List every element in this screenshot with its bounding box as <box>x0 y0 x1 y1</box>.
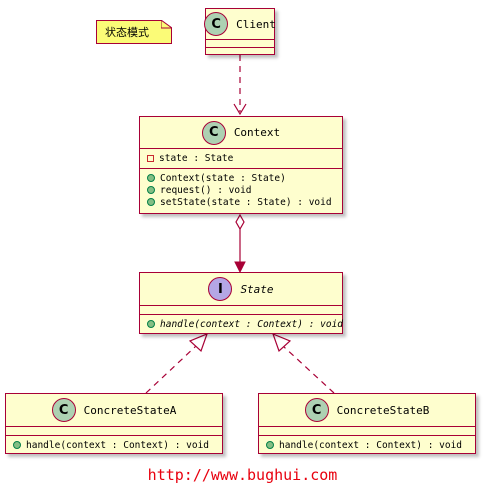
class-icon: C <box>51 398 76 422</box>
class-methods: Context(state : State) request() : void … <box>140 168 342 211</box>
class-name: ConcreteStateA <box>83 403 177 417</box>
class-fields <box>6 426 222 435</box>
public-visibility-icon <box>13 441 21 449</box>
class-header: C ConcreteStateB <box>259 394 475 426</box>
method-text: setState(state : State) : void <box>160 196 332 208</box>
method-text: Context(state : State) <box>160 172 286 184</box>
note-text: 状态模式 <box>105 26 149 39</box>
class-icon: C <box>201 120 226 145</box>
method-row: handle(context : Context) : void <box>6 439 222 451</box>
method-row: setState(state : State) : void <box>140 196 342 208</box>
edge-client-context <box>233 55 247 116</box>
watermark-url: http://www.bughui.com <box>147 466 338 484</box>
public-visibility-icon <box>147 186 155 194</box>
method-row: handle(context : Context) : void <box>140 318 344 330</box>
class-context: C Context state : State Context(state : … <box>139 116 343 214</box>
method-text: handle(context : Context) : void <box>160 318 344 330</box>
class-concrete-state-a: C ConcreteStateA handle(context : Contex… <box>5 393 223 454</box>
edge-concrete-b-state <box>271 332 335 394</box>
interface-state: I State handle(context : Context) : void <box>139 272 343 334</box>
note-fold-corner <box>161 20 172 29</box>
class-fields <box>206 39 274 47</box>
public-visibility-icon <box>147 320 155 328</box>
note-state-pattern: 状态模式 <box>96 20 172 44</box>
class-icon: C <box>204 12 229 36</box>
method-row: request() : void <box>140 184 342 196</box>
method-text: handle(context : Context) : void <box>26 439 210 451</box>
class-methods <box>206 47 274 56</box>
class-header: I State <box>140 273 342 305</box>
edge-context-state <box>234 213 246 274</box>
class-methods: handle(context : Context) : void <box>6 435 222 454</box>
interface-icon: I <box>208 277 233 301</box>
method-text: request() : void <box>160 184 252 196</box>
class-concrete-state-b: C ConcreteStateB handle(context : Contex… <box>258 393 476 454</box>
class-fields <box>140 305 342 314</box>
class-header: C Client <box>204 9 276 39</box>
class-methods: handle(context : Context) : void <box>140 314 344 333</box>
class-name: Context <box>233 126 281 139</box>
class-icon: C <box>304 398 329 422</box>
method-row: Context(state : State) <box>140 172 342 184</box>
class-name: State <box>240 282 274 296</box>
field-row: state : State <box>140 152 342 164</box>
public-visibility-icon <box>147 198 155 206</box>
public-visibility-icon <box>147 174 155 182</box>
class-methods: handle(context : Context) : void <box>259 435 475 454</box>
method-text: handle(context : Context) : void <box>279 439 463 451</box>
private-visibility-icon <box>147 154 154 162</box>
public-visibility-icon <box>266 441 274 449</box>
class-fields: state : State <box>140 148 342 168</box>
edge-concrete-a-state <box>145 332 209 394</box>
class-header: C Context <box>140 117 342 148</box>
field-text: state : State <box>159 152 234 164</box>
class-client: C Client <box>204 8 276 56</box>
method-row: handle(context : Context) : void <box>259 439 475 451</box>
class-name: Client <box>236 17 276 31</box>
class-header: C ConcreteStateA <box>6 394 222 426</box>
class-fields <box>259 426 475 435</box>
class-name: ConcreteStateB <box>336 403 430 417</box>
